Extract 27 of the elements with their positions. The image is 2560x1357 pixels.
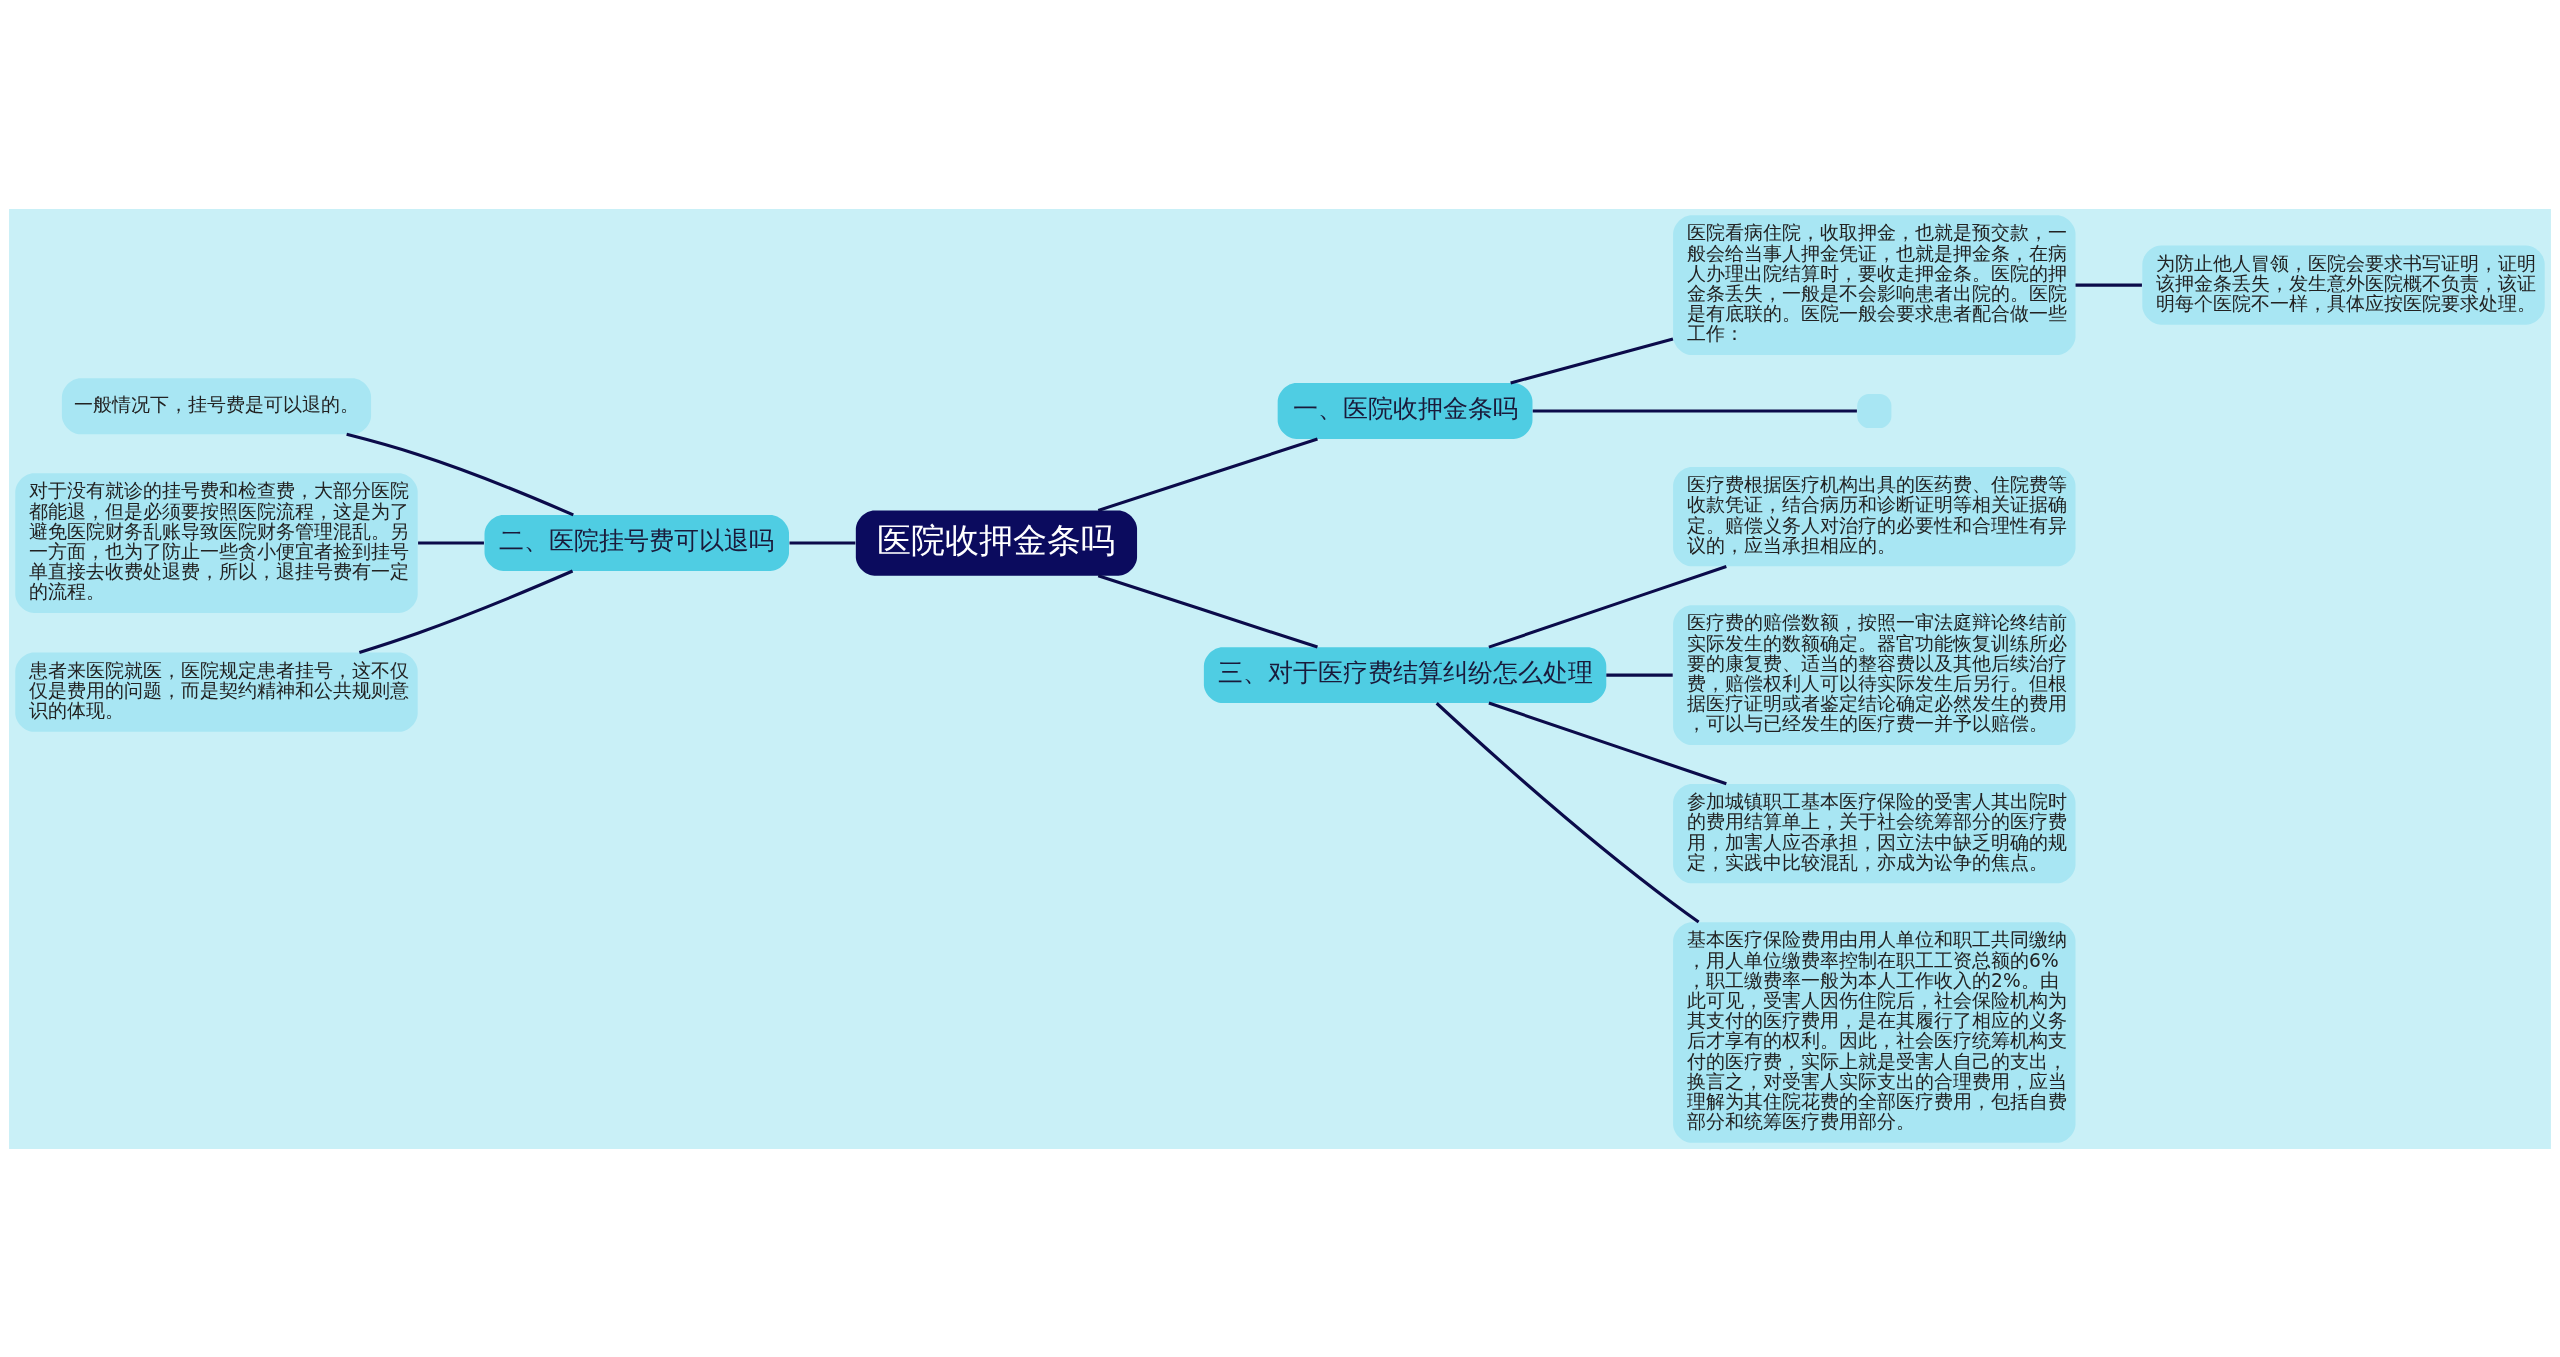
node-box: 三、对于医疗费结算纠纷怎么处理	[1203, 646, 1607, 703]
connector	[1532, 408, 1857, 413]
node-box: 一、医院收押金条吗	[1277, 382, 1533, 439]
connector	[418, 541, 484, 545]
connector	[2075, 283, 2142, 287]
node-box: 医院收押金条吗	[855, 509, 1138, 576]
node-box: 对于没有就诊的挂号费和检查费，大部分医院都能退，但是必须要按照医院流程，这是为了避免医院财务乱账导致医院财务管理混乱。另一方面，也为了防止一些贪小便宜者捡到挂号单直接去收费处退费，所以，退挂号费有一定的流程。	[15, 472, 418, 613]
connector	[1488, 701, 1727, 785]
node-box: 医疗费的赔偿数额，按照一审法庭辩论终结前实际发生的数额确定。器官功能恢复训练所必要的康复费、适当的整容费以及其他后续治疗费，赔偿权利人可以待实际发生后另行。但根据医疗证明或者鉴定结论确定必然发生的费用，可以与已经发生的医疗费一并予以赔偿。	[1673, 604, 2076, 745]
node-box: 为防止他人冒领，医院会要求书写证明，证明该押金条丢失，发生意外医院概不负责，该证明每个医院不一样，具体应按医院要求处理。	[2142, 245, 2545, 325]
connector	[1606, 673, 1673, 677]
connector	[1488, 564, 1727, 649]
connector	[346, 432, 574, 516]
node-box	[1857, 393, 1892, 428]
connector	[1097, 437, 1318, 512]
node-box: 医疗费根据医疗机构出具的医药费、住院费等收款凭证，结合病历和诊断证明等相关证据确定。赔偿义务人对治疗的必要性和合理性有异议的，应当承担相应的。	[1673, 466, 2076, 566]
node-box: 一般情况下，挂号费是可以退的。	[61, 377, 372, 434]
connector	[1097, 573, 1318, 649]
connector	[1435, 701, 1700, 923]
connector	[789, 541, 856, 545]
node-box: 医院看病住院，收取押金，也就是预交款，一般会给当事人押金凭证，也就是押金条，在病人办理出院结算时，要收走押金条。医院的押金条丢失，一般是不会影响患者出院的。医院是有底联的。医院一般会要求患者配合做一些工作：	[1673, 214, 2076, 355]
node-box: 患者来医院就医，医院规定患者挂号，这不仅仅是费用的问题，而是契约精神和公共规则意识的体现。	[15, 652, 418, 732]
connector	[1510, 337, 1674, 384]
node-box: 基本医疗保险费用由用人单位和职工共同缴纳，用人单位缴费率控制在职工工资总额的6%，职工缴费率一般为本人工作收入的2%。由此可见，受害人因伤住院后，社会保险机构为其支付的医疗费用，是在其履行了相应的义务后才享有的权利。因此，社会医疗统筹机构支付的医疗费，实际上就是受害人自己的支出，换言之，对受害人实际支出的合理费用，应当理解为其住院花费的全部医疗费用，包括自费部分和统筹医疗费用部分。	[1673, 921, 2076, 1143]
node-box: 二、医院挂号费可以退吗	[484, 514, 789, 571]
node-box: 参加城镇职工基本医疗保险的受害人其出院时的费用结算单上，关于社会统筹部分的医疗费用，加害人应否承担，因立法中缺乏明确的规定，实践中比较混乱，亦成为讼争的焦点。	[1673, 783, 2076, 883]
connector	[358, 569, 574, 654]
